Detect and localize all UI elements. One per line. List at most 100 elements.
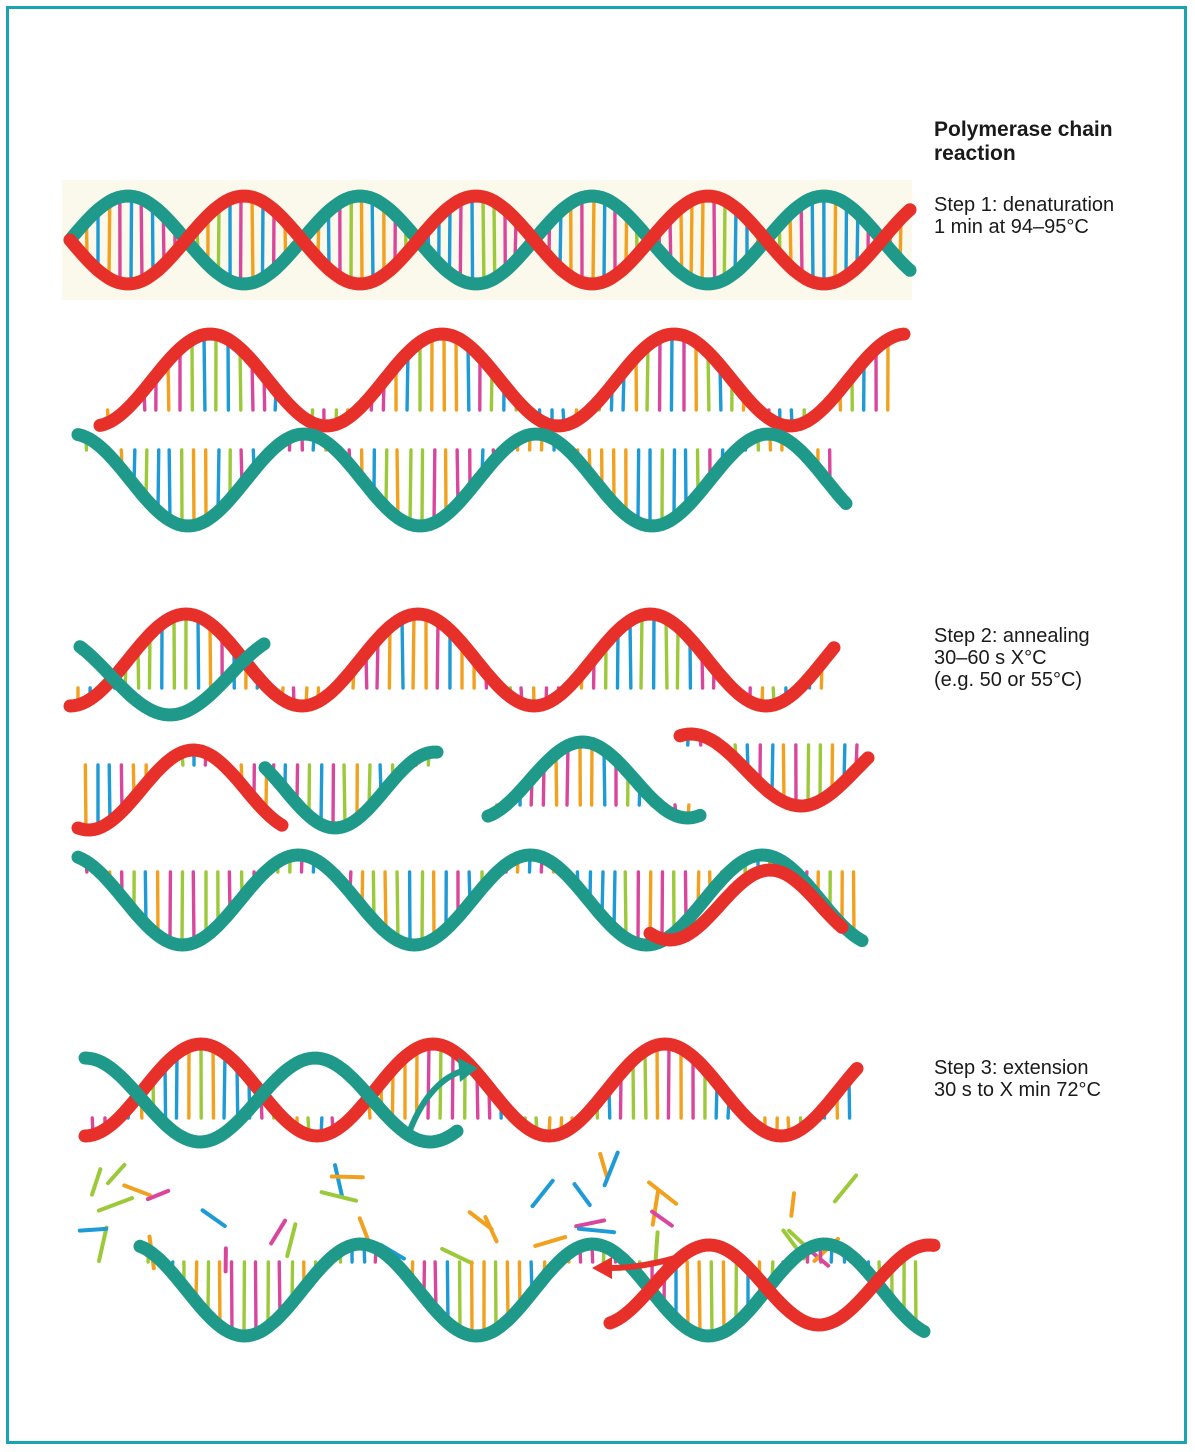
free-nucleotide [440,1246,474,1266]
step1-bot-base [191,448,196,528]
step1-bot-base [636,448,641,525]
step2-frag-c-backbone [481,735,707,825]
step1-duplex-base-pair [810,196,815,284]
free-nucleotide [533,1235,568,1248]
arrow-shaft-right [407,1067,466,1132]
step3-heading: Step 3: extension [934,1057,1089,1079]
step1-duplex-base-pair [216,204,221,276]
step1-label: Step 1: denaturation 1 min at 94–95°C [934,194,1114,238]
step3-detail: 30 s to X min 72°C [934,1079,1101,1101]
step3-top-base [666,1042,671,1120]
arrow-head-left [592,1257,612,1279]
step1-duplex-base-pair [799,201,804,279]
step1-top-base [202,332,207,412]
step1-top-base [405,350,410,412]
step2-strand-with-primer-lower [71,848,869,952]
free-nucleotide [832,1173,859,1204]
step2-frag-d-base [806,743,811,807]
free-nucleotide [574,1218,607,1229]
step3-top-base [643,1048,648,1120]
free-nucleotide [200,1208,227,1229]
step1-separated-strand-red [93,327,911,433]
step3-bot-base [253,1260,258,1336]
step1-duplex-base-pair [833,196,838,284]
figure-frame [6,6,1187,1444]
free-nucleotide [122,1183,152,1198]
step2-frag-c-base [565,743,570,807]
free-nucleotide [285,1222,298,1259]
step2-bot-base [191,870,196,945]
step1-top-backbone [93,327,911,433]
step2-bot-base [612,870,617,931]
step1-bot-backbone [71,427,853,533]
step1-bot-base [167,448,172,523]
step3-bot-base [685,1260,690,1331]
step1-duplex-base-pair [679,205,684,275]
step1-top-base [669,332,674,412]
step3-bot-backbone [133,1237,931,1343]
step1-heading: Step 1: denaturation [934,194,1115,216]
step2-frag-b-base [319,763,324,827]
step3-bot-base [505,1260,510,1322]
step2-frag-d-base [781,743,786,804]
step3-new-red [603,1238,941,1332]
free-nucleotide [97,1225,109,1263]
step1-duplex-base-pair [689,198,694,282]
step2-top-base [435,618,440,690]
step1-duplex-base-pair [591,194,596,286]
step2-frag-d-base [770,743,775,797]
step3-label: Step 3: extension 30 s to X min 72°C [934,1057,1101,1101]
step1-duplex-base-pair [722,198,727,282]
free-nucleotide [653,1230,660,1264]
step1-top-base [706,350,711,412]
step2-frag-a-base [107,763,112,824]
step2-frag-c-base [602,747,607,807]
step1-duplex-base-pair [712,194,717,286]
step3-extending-strand-lower [133,1237,941,1343]
step2-frag-a-base [83,763,88,832]
step1-bot-base [408,448,413,526]
step3-top-base [426,1042,431,1120]
step2-primer-fragments [71,727,875,837]
free-nucleotide [269,1218,288,1246]
step2-top-base [628,618,633,690]
free-nucleotide [329,1174,365,1180]
free-nucleotide [90,1167,103,1197]
step1-bot-base [384,448,389,510]
step2-frag-b-backbone [258,745,444,835]
step3-extending-strand [78,1037,864,1149]
step2-strand-with-primer [63,607,841,722]
step1-top-base [466,343,471,412]
step2-top-base [196,614,201,690]
step2-bot-base [383,870,388,935]
step2-frag-b-base [342,763,347,828]
free-nucleotide [106,1162,127,1186]
step2-label: Step 2: annealing 30–60 s X°C (e.g. 50 o… [934,625,1090,691]
free-nucleotide [789,1191,797,1218]
free-nucleotide [787,1228,808,1249]
step2-frag-a-backbone [71,743,289,837]
step1-duplex-base-pair [447,204,452,276]
step2-top-base [208,621,213,690]
step1-duplex-base-pair [150,204,155,276]
step1-bot-base [432,448,437,525]
free-nucleotide [598,1151,609,1179]
step3-top-base [174,1051,179,1120]
step3-bot-base [721,1260,726,1334]
step2-top-base [400,616,405,690]
step1-duplex-base-pair [700,194,705,286]
step2-bot-backbone [71,848,869,952]
step1-duplex-base-pair [260,199,265,281]
step2-frag-d-backbone [673,727,875,813]
figure-title: Polymerase chain reaction [934,118,1113,165]
free-nucleotide [483,1215,499,1244]
step2-bot-base [623,870,628,941]
step2-top-base [639,613,644,690]
step1-bot-base [156,448,161,514]
free-nucleotide [647,1180,679,1206]
step2-top-base [411,612,416,690]
free-nucleotide [576,1226,617,1235]
step1-duplex-base-pair [129,194,134,286]
step3-bot-base [709,1260,714,1338]
step1-duplex-base-pair [492,199,497,281]
